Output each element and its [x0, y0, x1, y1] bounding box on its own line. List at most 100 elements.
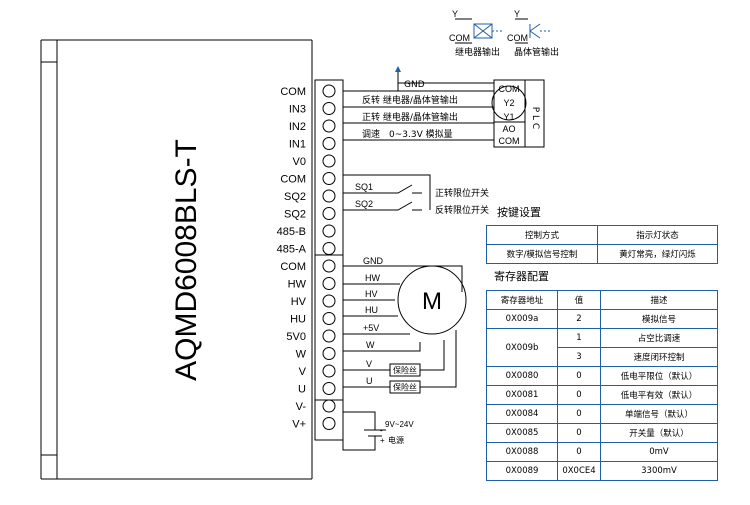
gnd1-label: GND — [404, 80, 425, 90]
reg-desc: 占空比调速 — [600, 328, 718, 348]
reg-desc: 0mV — [600, 442, 718, 462]
u-label: U — [366, 376, 373, 386]
terminal-screw — [322, 294, 336, 308]
reg-val: 0 — [557, 423, 601, 443]
pin-label: V+ — [292, 419, 306, 431]
pin-label: V0 — [293, 156, 306, 168]
gnd2-label: GND — [363, 256, 384, 266]
pin-label: U — [298, 384, 306, 396]
terminal-screw — [322, 312, 336, 325]
plc-pin-y1: Y1 — [503, 112, 514, 122]
in3-label: 反转 继电器/晶体管输出 — [362, 94, 458, 106]
reg-desc: 模拟信号 — [600, 309, 718, 329]
reg-addr: 0X0089 — [486, 461, 558, 481]
v-label: V — [366, 359, 372, 369]
supply-label: 电源 — [388, 435, 404, 445]
terminal-screw — [322, 417, 336, 430]
supply-plus: + — [380, 436, 385, 445]
plc-pin-ao: AO — [502, 124, 515, 134]
terminal-screw — [322, 84, 336, 98]
pin-label: IN3 — [289, 104, 306, 116]
pin-label: HW — [288, 279, 307, 291]
terminal-screw — [322, 224, 336, 238]
sq2-desc: 反转限位开关 — [435, 204, 489, 216]
terminal-screw — [322, 119, 336, 133]
in2-label: 正转 继电器/晶体管输出 — [362, 111, 458, 123]
reg-addr: 0X009b — [486, 328, 558, 367]
key-settings-table: 控制方式 指示灯状态 数字/模拟信号控制 黄灯常亮，绿灯闪烁 — [486, 225, 718, 264]
pin-label: COM — [280, 174, 306, 186]
motor-label: M — [422, 288, 442, 315]
sq1-label: SQ1 — [355, 182, 373, 192]
reg-val: 0 — [557, 404, 601, 424]
key-settings-title: 按键设置 — [497, 206, 541, 219]
relay-output-label: 继电器输出 — [455, 46, 500, 58]
p5v-label: +5V — [363, 323, 379, 333]
hu-label: HU — [365, 305, 378, 315]
terminal-screw — [322, 172, 336, 185]
terminal-screw — [322, 154, 336, 168]
reg-desc: 速度闭环控制 — [600, 347, 718, 367]
transistor-output-label: 晶体管输出 — [514, 46, 559, 58]
terminal-screw — [322, 399, 336, 413]
hv-label: HV — [365, 289, 378, 299]
reg-addr: 0X0080 — [486, 366, 558, 386]
controller-body — [40, 39, 313, 480]
fuse-v-label: 保险丝 — [393, 365, 417, 375]
reg-val: 3 — [557, 347, 601, 367]
reg-addr: 0X0081 — [486, 385, 558, 405]
plc-pin-com2: COM — [499, 136, 520, 146]
pin-label: COM — [280, 261, 306, 273]
pin-label: 485-B — [277, 226, 306, 238]
key-row-mode: 数字/模拟信号控制 — [486, 244, 598, 264]
reg-val: 0 — [557, 385, 601, 405]
plc-pin-y2: Y2 — [503, 98, 514, 108]
motor-symbol — [397, 265, 467, 335]
reg-addr: 0X0084 — [486, 404, 558, 424]
power-supply — [342, 411, 386, 451]
output-com-right: COM — [507, 33, 528, 43]
terminal-screw — [322, 102, 336, 115]
pin-label: HV — [291, 296, 307, 308]
reg-addr: 0X0088 — [486, 442, 558, 462]
terminal-screw — [322, 382, 336, 395]
supply-voltage: 9V~24V — [385, 420, 414, 429]
pin-label: HU — [290, 314, 306, 326]
pin-label: COM — [280, 86, 306, 98]
reg-header-val: 值 — [557, 290, 601, 310]
output-y-left: Y — [452, 9, 458, 19]
terminal-screw — [322, 329, 336, 343]
reg-header-desc: 描述 — [600, 290, 718, 310]
terminal-screw — [322, 242, 336, 255]
hw-label: HW — [365, 273, 380, 283]
reg-addr: 0X0085 — [486, 423, 558, 443]
sq2-label: SQ2 — [355, 199, 373, 209]
pin-label: W — [296, 349, 307, 361]
output-com-left: COM — [449, 33, 470, 43]
reg-addr: 0X009a — [486, 309, 558, 329]
pin-label: V — [299, 366, 307, 378]
reg-val: 2 — [557, 309, 601, 329]
reg-val: 0 — [557, 366, 601, 386]
terminal-screw — [322, 259, 336, 273]
reg-header-addr: 寄存器地址 — [486, 290, 558, 310]
terminal-screw — [322, 277, 336, 290]
pin-label: SQ2 — [284, 191, 306, 203]
terminal-screw — [322, 364, 336, 378]
key-row-indicator: 黄灯常亮，绿灯闪烁 — [597, 244, 718, 264]
plc-pin-com1: COM — [499, 84, 520, 94]
reg-desc: 3300mV — [600, 461, 718, 481]
model-name: AQMD6008BLS-T — [170, 139, 203, 381]
pin-label: SQ2 — [284, 209, 306, 221]
terminal-screw — [322, 347, 336, 360]
plc-label: P L C — [530, 107, 540, 129]
